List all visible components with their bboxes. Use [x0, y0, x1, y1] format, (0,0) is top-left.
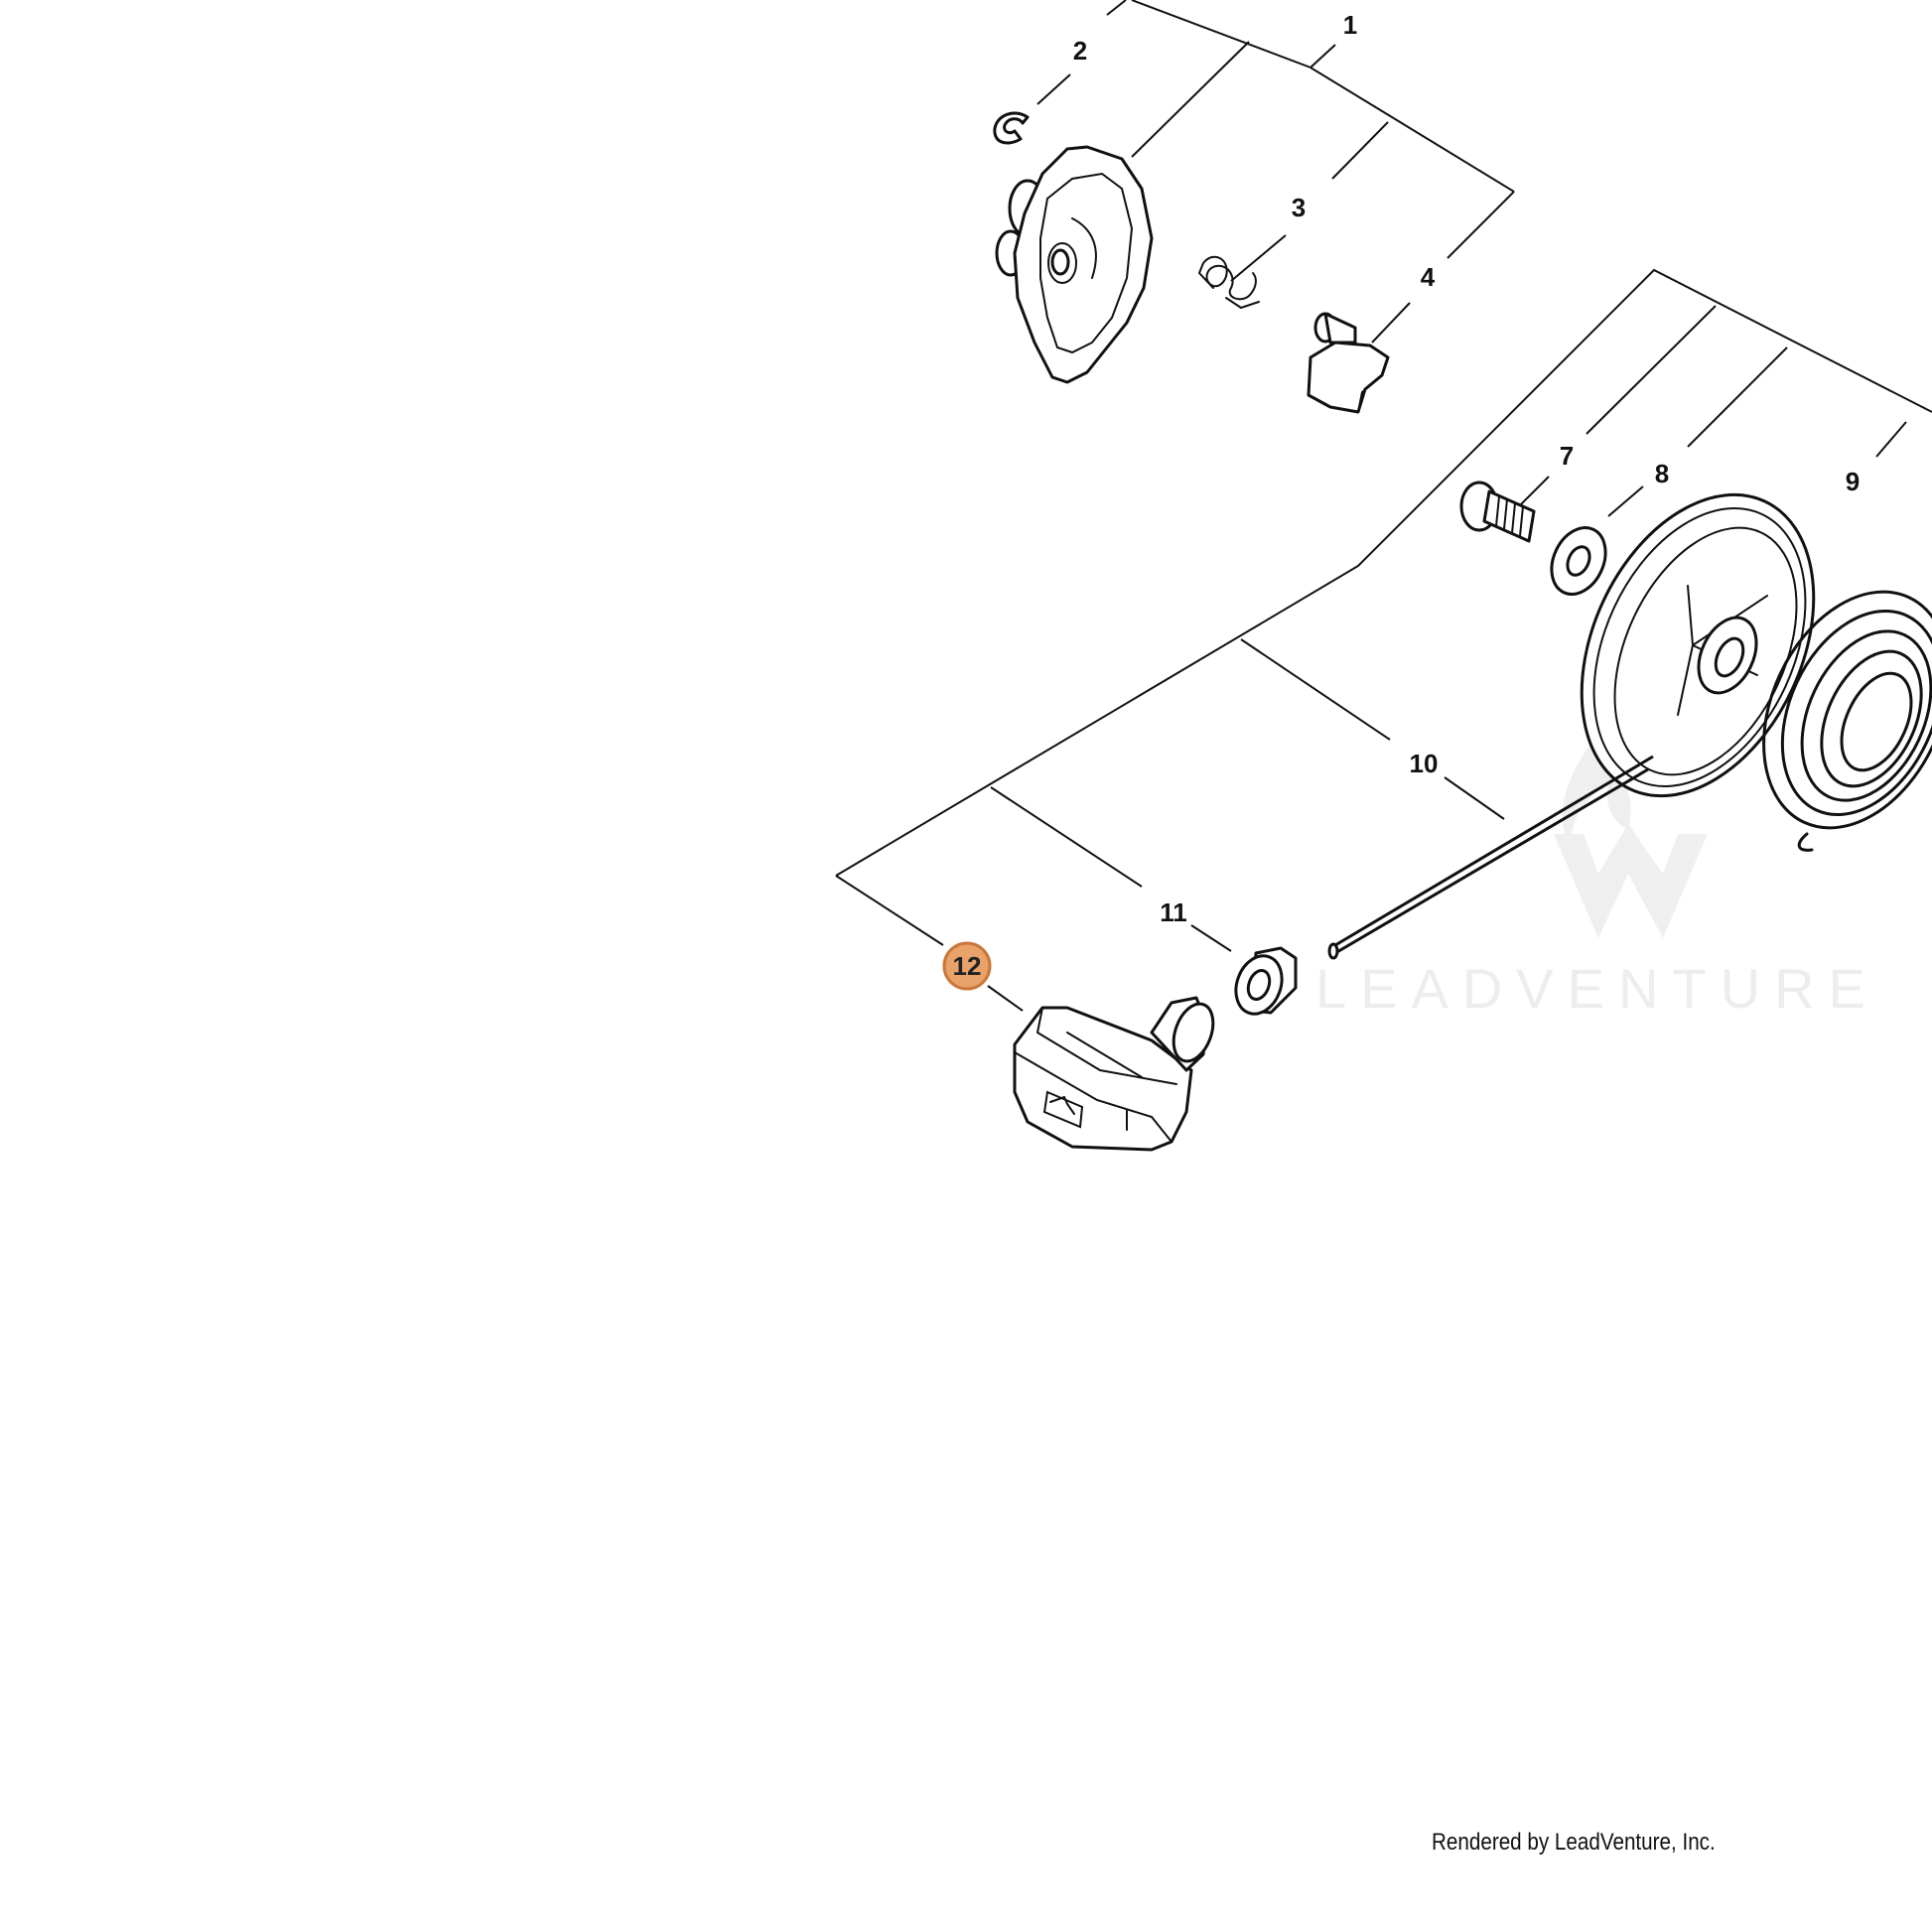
callout-11[interactable]: 11 — [1160, 897, 1187, 927]
watermark-text: LEADVENTURE — [1315, 957, 1879, 1020]
e-clip-part[interactable] — [993, 111, 1030, 145]
callout-3[interactable]: 3 — [1292, 193, 1306, 222]
pawl-plate-part[interactable] — [995, 145, 1154, 384]
screw-part[interactable] — [1459, 481, 1536, 543]
leader-lines — [835, 0, 1932, 1012]
callout-2[interactable]: 2 — [1073, 36, 1087, 66]
starter-handle-part[interactable] — [1013, 996, 1220, 1152]
watermark-logo: LEADVENTURE — [1315, 735, 1879, 1020]
callout-9[interactable]: 9 — [1846, 467, 1860, 496]
highlight-circle — [942, 941, 992, 991]
recoil-spring-part[interactable] — [1727, 562, 1932, 858]
pulley-part[interactable] — [1327, 458, 1860, 960]
grommet-part[interactable] — [1228, 946, 1298, 1021]
callout-1[interactable]: 1 — [1343, 10, 1357, 40]
callout-labels: 1 2 3 4 7 8 9 10 11 — [1073, 10, 1860, 927]
callout-4[interactable]: 4 — [1421, 262, 1436, 292]
callout-12[interactable]: 12 — [953, 951, 982, 981]
render-credit: Rendered by LeadVenture, Inc. — [1432, 1829, 1716, 1856]
spring-part[interactable] — [1197, 255, 1260, 310]
callout-7[interactable]: 7 — [1560, 441, 1574, 471]
pawl-part[interactable] — [1307, 312, 1390, 414]
callout-12-highlight[interactable]: 12 — [942, 941, 992, 991]
callout-8[interactable]: 8 — [1655, 459, 1669, 488]
callout-10[interactable]: 10 — [1410, 749, 1439, 778]
washer-part[interactable] — [1542, 519, 1616, 604]
